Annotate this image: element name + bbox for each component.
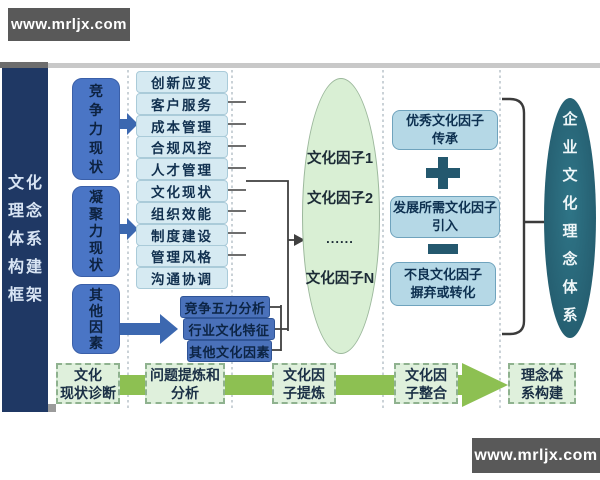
watermark-bottom-text: www.mrljx.com [474, 446, 598, 464]
stage-label-line: 问题提炼和 [150, 366, 220, 383]
factor-item-ellipsis: ...... [326, 231, 354, 246]
integration-box-keep: 优秀文化因子 传承 [392, 110, 498, 150]
integration-box-add: 发展所需文化因子 引入 [390, 196, 500, 238]
stage-label-line: 文化因 [283, 366, 325, 383]
item-box: 合规风控 [136, 136, 228, 158]
analysis-box: 竞争五力分析 [180, 296, 270, 318]
watermark-top-text: www.mrljx.com [11, 16, 127, 33]
factor-item: 文化因子N [305, 271, 375, 287]
analysis-box: 行业文化特征 [183, 318, 275, 340]
stage-box-system-construction: 理念体 系构建 [508, 363, 576, 404]
integration-box-line: 引入 [431, 218, 458, 233]
plus-icon-bar [438, 157, 448, 189]
driver-box-cohesion: 凝聚力现状 [72, 186, 120, 277]
factor-item: 文化因子2 [306, 191, 374, 207]
item-box: 文化现状 [136, 180, 228, 202]
driver-label: 其他因素 [88, 287, 103, 351]
stage-label-line: 文化 [74, 366, 102, 383]
watermark-bottom: www.mrljx.com [472, 438, 600, 473]
stage-label-line: 子整合 [405, 384, 447, 401]
arrow-right-icon [118, 218, 138, 240]
stage-label-line: 分析 [171, 384, 199, 401]
frame-title-text: 文化理念体系构建框架 [7, 175, 44, 304]
minus-icon [428, 244, 458, 254]
frame-title-bar: 文化理念体系构建框架 [2, 68, 48, 412]
result-ellipse-text: 企业文化理念体系 [562, 111, 578, 324]
driver-label: 凝聚力现状 [88, 189, 103, 273]
integration-box-remove: 不良文化因子 摒弃或转化 [390, 262, 496, 306]
integration-box-line: 不良文化因子 [403, 267, 482, 282]
item-box: 组织效能 [136, 202, 228, 224]
watermark-top: www.mrljx.com [8, 8, 130, 41]
item-box: 管理风格 [136, 245, 228, 267]
integration-box-line: 发展所需文化因子 [392, 200, 497, 215]
driver-label: 竞争力现状 [88, 82, 103, 175]
analysis-box: 其他文化因素 [187, 340, 272, 362]
arrow-right-icon [118, 113, 138, 135]
sidebar-bottom-shadow [46, 404, 56, 412]
driver-box-other-factors: 其他因素 [72, 284, 120, 354]
item-box: 人才管理 [136, 158, 228, 180]
stage-label-line: 文化因 [405, 366, 447, 383]
integration-box-line: 优秀文化因子 [405, 113, 484, 128]
stage-box-diagnosis: 文化 现状诊断 [56, 363, 120, 404]
factor-pool-ellipse [302, 78, 380, 354]
item-box: 成本管理 [136, 115, 228, 137]
item-box: 客户服务 [136, 93, 228, 115]
stage-box-factor-integration: 文化因 子整合 [394, 363, 458, 404]
item-box: 创新应变 [136, 71, 228, 93]
top-border-light-segment [48, 63, 600, 68]
result-brace [502, 97, 545, 336]
driver-box-competitiveness: 竞争力现状 [72, 78, 120, 180]
arrow-right-icon [118, 314, 178, 344]
stage-label-line: 理念体 [521, 366, 563, 383]
stage-label-line: 子提炼 [283, 384, 325, 401]
top-border-dark-segment [0, 62, 48, 68]
stage-label-line: 现状诊断 [60, 384, 116, 401]
integration-box-line: 摒弃或转化 [410, 285, 476, 300]
result-ellipse: 企业文化理念体系 [544, 98, 596, 338]
stage-label-line: 系构建 [521, 384, 563, 401]
item-box: 沟通协调 [136, 267, 228, 289]
factor-item: 文化因子1 [306, 151, 374, 167]
integration-box-line: 传承 [431, 131, 458, 146]
item-box: 制度建设 [136, 224, 228, 246]
plus-icon [426, 157, 460, 189]
stage-box-problem-analysis: 问题提炼和 分析 [145, 363, 225, 404]
item-tick-connectors [226, 101, 246, 256]
stage-box-factor-extraction: 文化因 子提炼 [272, 363, 336, 404]
